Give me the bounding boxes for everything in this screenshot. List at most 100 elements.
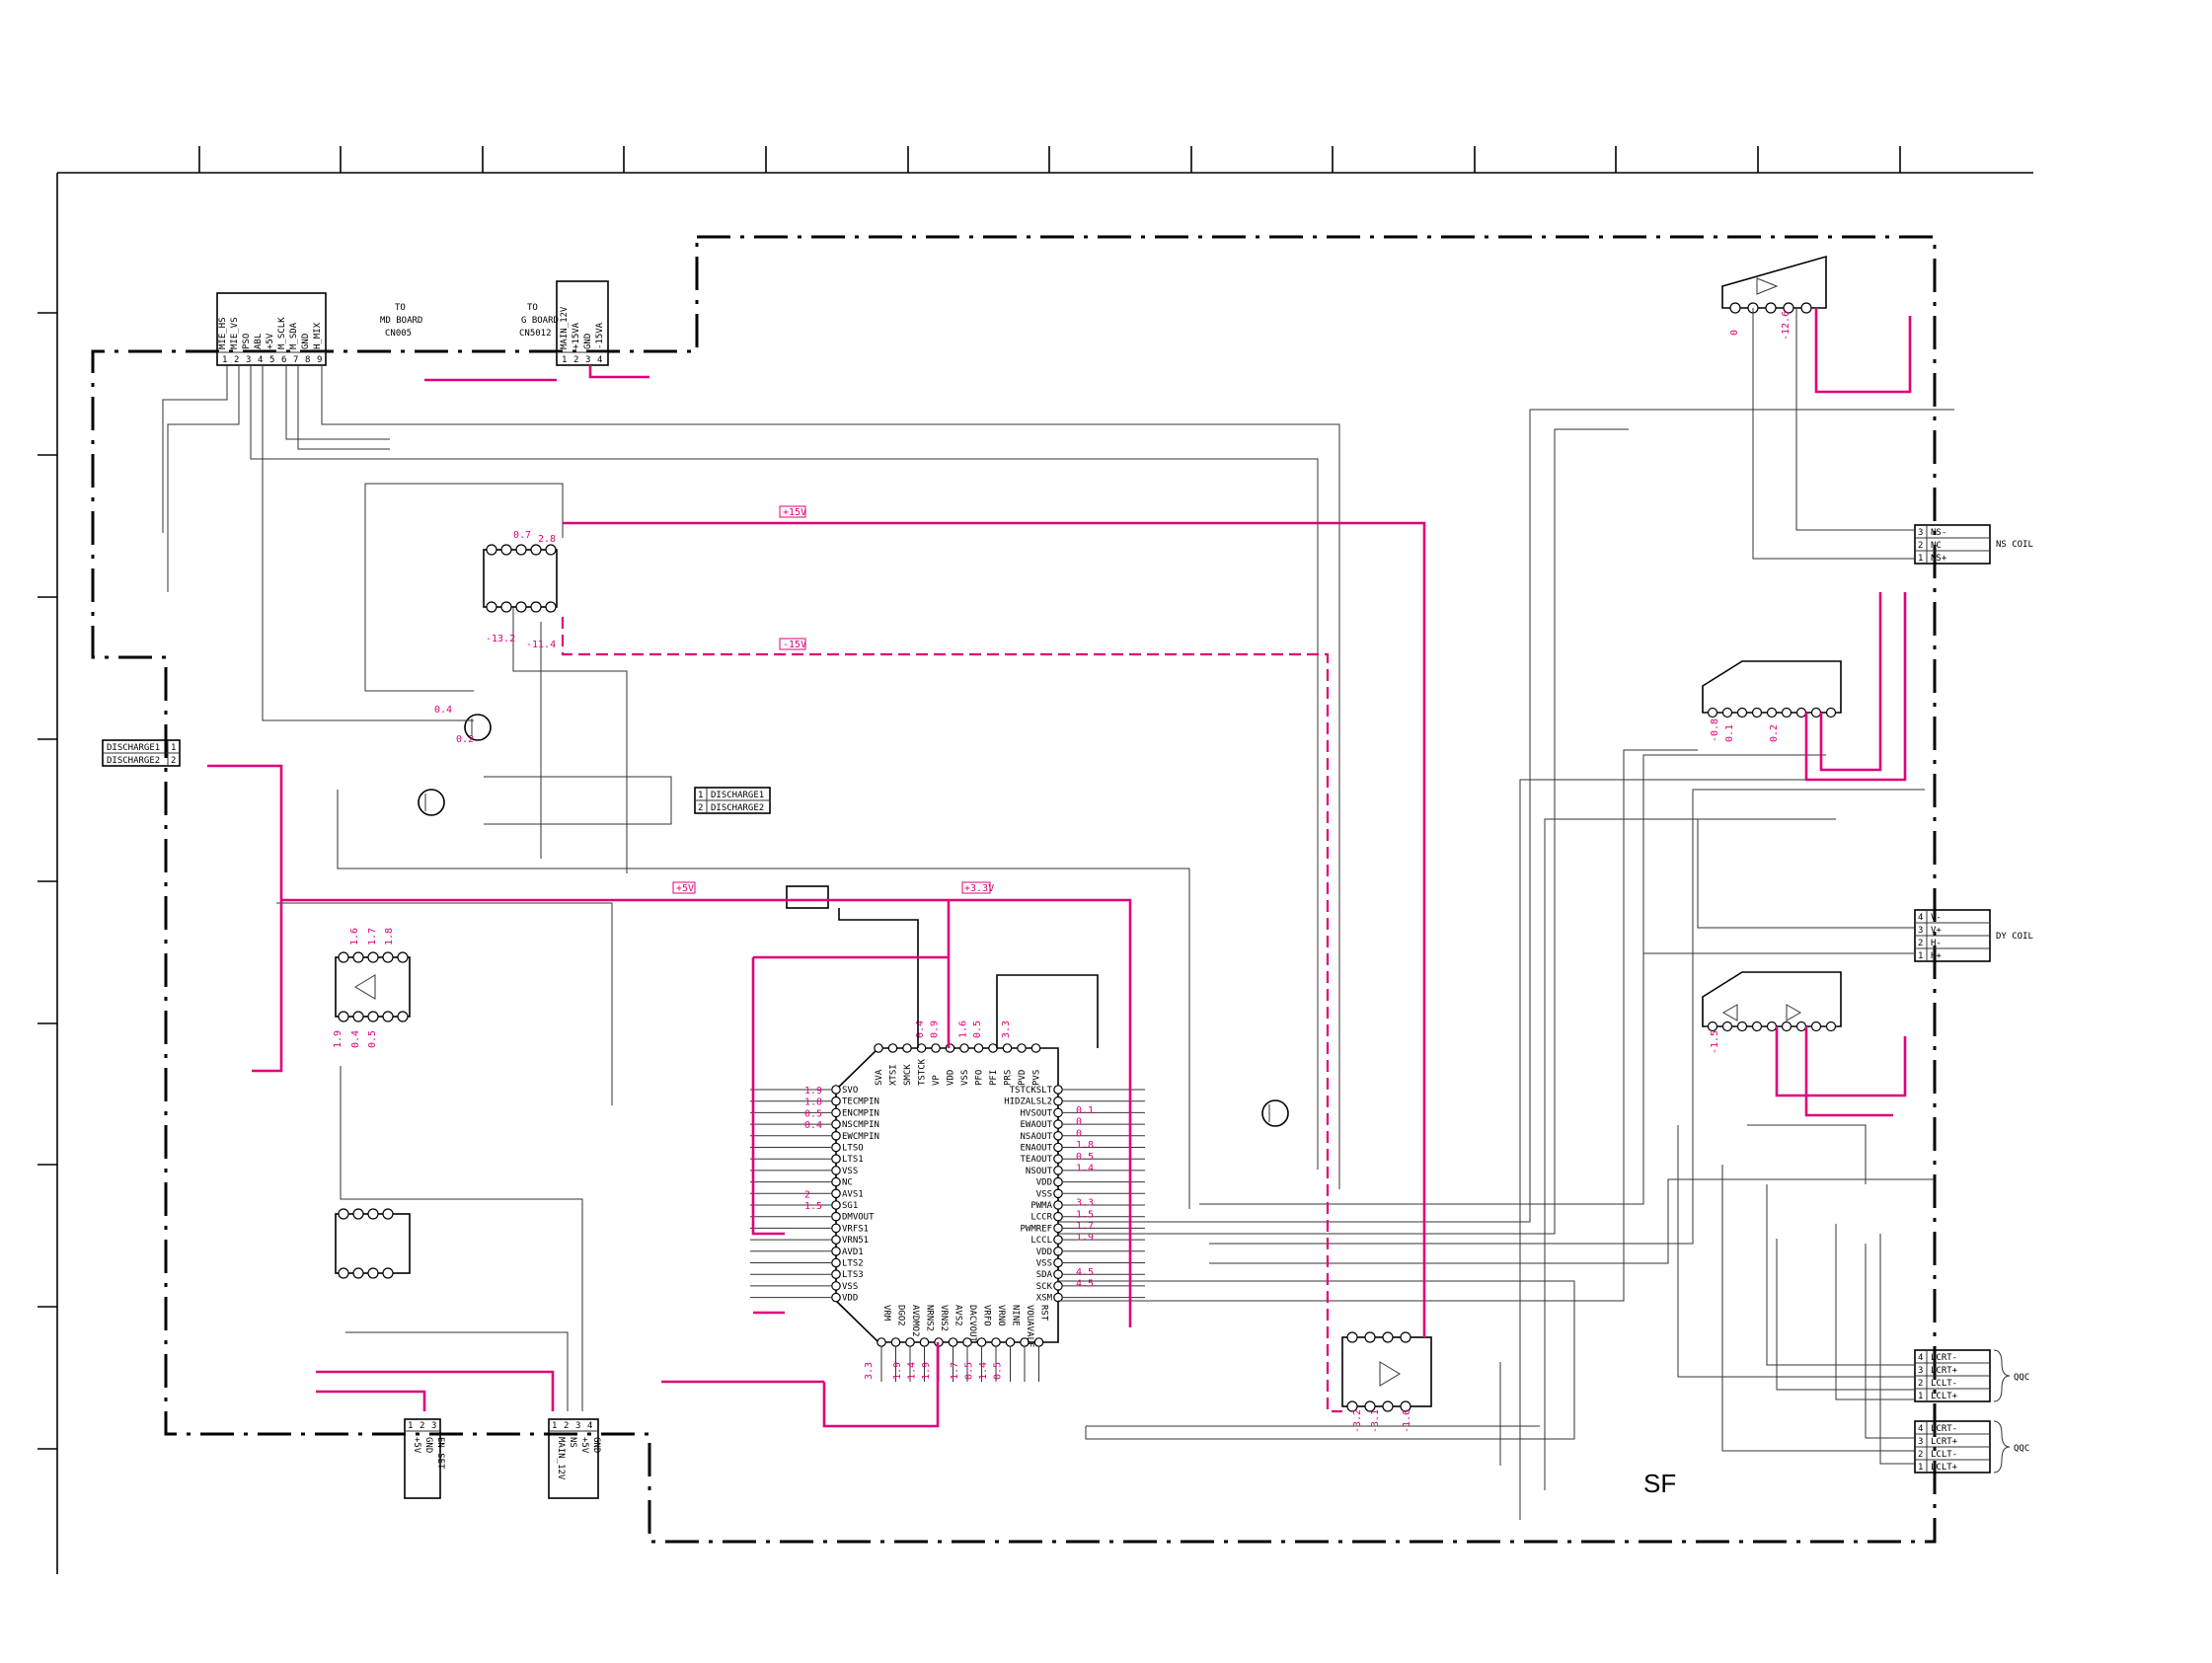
- main-ic-pin-label: NRNS2: [925, 1305, 935, 1331]
- main-ic-pin-label: PWMREF: [1020, 1224, 1052, 1234]
- connector-bottom-1: 1 2 3 +5V GND EN-SET: [404, 1418, 445, 1499]
- svg-text:1: 1: [1918, 554, 1923, 564]
- main-ic-pin: [831, 1223, 841, 1234]
- main-ic-voltage: 0.5: [964, 1362, 975, 1380]
- main-ic-pin: [831, 1176, 841, 1187]
- svg-text:-15VA: -15VA: [595, 322, 605, 349]
- main-ic-pin: [931, 1043, 941, 1053]
- svg-text:+3.3V: +3.3V: [964, 883, 994, 894]
- main-ic-pin-label: TEAOUT: [1020, 1155, 1052, 1165]
- main-ic-pin: [988, 1043, 998, 1053]
- svg-text:2: 2: [698, 803, 703, 813]
- main-ic-pin-label: VRM: [881, 1305, 891, 1322]
- svg-text:2: 2: [171, 756, 176, 766]
- svg-text:-12.6: -12.6: [1781, 311, 1792, 340]
- main-ic-pin-label: VDD: [842, 1294, 858, 1304]
- main-ic-pin-label: VSS: [842, 1167, 858, 1176]
- main-ic-pin: [874, 1043, 883, 1053]
- main-ic-pin: [976, 1337, 987, 1347]
- main-ic-pin-label: SVA: [875, 1069, 884, 1086]
- main-ic-voltage: 1.4: [978, 1362, 989, 1380]
- main-ic-pin: [890, 1337, 901, 1347]
- main-ic-voltage: 0.5: [993, 1362, 1004, 1380]
- svg-text:NS: NS: [568, 1437, 577, 1448]
- main-ic-voltage: 0.5: [804, 1108, 822, 1119]
- connector-qqc-1: 4 3 2 1 LCRT- LCRT+ LCLT- LCLT+ QQC: [1914, 1349, 2029, 1402]
- to-md-board-label: TO MD BOARD CN005: [380, 303, 422, 339]
- ic-right-low: [1702, 971, 1842, 1032]
- svg-text:1.6: 1.6: [349, 928, 360, 945]
- svg-text:2: 2: [1918, 1379, 1923, 1389]
- svg-text:H+: H+: [1931, 951, 1942, 961]
- svg-text:MIE_HS: MIE_HS: [218, 317, 228, 349]
- svg-text:CN5012: CN5012: [519, 329, 552, 339]
- main-ic-pin: [1053, 1200, 1063, 1210]
- main-ic-pin: [1053, 1247, 1063, 1256]
- main-ic-pin-label: VDD: [1036, 1178, 1052, 1188]
- transistor-q3: [1261, 1099, 1289, 1127]
- svg-text:1: 1: [552, 1421, 557, 1431]
- black-wiring: [162, 308, 1954, 1520]
- main-ic-voltage: 1.9: [1076, 1233, 1094, 1244]
- main-ic-pin-label: VOUAVALF: [1025, 1305, 1034, 1347]
- main-ic-voltage: 0: [1076, 1117, 1082, 1128]
- main-ic-pin: [945, 1043, 955, 1053]
- main-ic-pin-label: AVS2: [953, 1305, 963, 1326]
- ic-left-low: [335, 1208, 411, 1279]
- svg-text:TO: TO: [395, 303, 406, 313]
- svg-text:-3.1: -3.1: [1370, 1409, 1381, 1433]
- main-ic-pin-label: HIDZALSL2: [1004, 1097, 1052, 1107]
- main-ic-pin-label: SG1: [842, 1201, 858, 1211]
- main-ic-pin-label: LTS1: [842, 1155, 864, 1165]
- ic-top-left: [483, 544, 558, 613]
- main-ic-pin-label: PRS: [1004, 1070, 1014, 1086]
- main-ic-pin-label: SDA: [1036, 1270, 1053, 1280]
- svg-text:+5V: +5V: [579, 1437, 589, 1454]
- svg-text:3: 3: [1918, 528, 1923, 538]
- svg-text:0.4: 0.4: [434, 705, 452, 716]
- main-ic-pin: [1053, 1223, 1063, 1234]
- svg-text:8: 8: [305, 355, 310, 365]
- ic-right-mid: [1702, 660, 1842, 718]
- svg-text:NS+: NS+: [1931, 554, 1947, 564]
- svg-text:LCLT+: LCLT+: [1931, 1463, 1958, 1473]
- main-ic-pin-label: PFO: [975, 1070, 985, 1086]
- svg-text:-1.5: -1.5: [1710, 1030, 1720, 1054]
- main-ic-pin: [1053, 1188, 1063, 1199]
- main-ic-pin-label: NSOUT: [1026, 1167, 1053, 1176]
- connector-ns-coil: 3 2 1 NS- NC NS+ NS COIL: [1914, 524, 2033, 565]
- svg-text:4: 4: [258, 355, 263, 365]
- main-ic-pin: [831, 1107, 841, 1118]
- main-ic-pin: [1053, 1269, 1063, 1279]
- main-ic-pin-label: DACVOUT: [967, 1305, 977, 1343]
- connector-qqc-2: 4 3 2 1 LCRT- LCRT+ LCLT- LCLT+ QQC: [1914, 1420, 2029, 1474]
- main-ic-pin: [831, 1119, 841, 1129]
- board-name: SF: [1643, 1469, 1676, 1498]
- main-ic-pin: [1053, 1131, 1063, 1141]
- main-ic-pin: [1053, 1235, 1063, 1245]
- svg-text:-15V: -15V: [783, 640, 806, 650]
- svg-text:1: 1: [171, 743, 176, 753]
- svg-text:GND: GND: [423, 1437, 433, 1453]
- main-ic-pin: [1002, 1043, 1013, 1053]
- main-ic-pin-label: AVD1: [842, 1247, 864, 1257]
- main-ic-pin-label: PFI: [989, 1070, 999, 1086]
- main-ic-pin: [919, 1337, 930, 1347]
- main-ic-pin-label: VSS: [1036, 1189, 1052, 1199]
- svg-text:3: 3: [431, 1421, 436, 1431]
- connector-bottom-2: 1 2 3 4 MAIN_12V NS +5V GND: [548, 1418, 601, 1499]
- main-ic-pin-label: PVS: [1032, 1070, 1042, 1086]
- main-ic-pin-label: VRFO: [982, 1305, 992, 1326]
- svg-text:MAIN_12V: MAIN_12V: [560, 306, 570, 349]
- svg-text:5: 5: [269, 355, 274, 365]
- main-ic-pin: [831, 1292, 841, 1303]
- svg-text:4: 4: [1918, 1424, 1923, 1434]
- main-ic-voltage: 0: [1076, 1128, 1082, 1139]
- main-ic-voltage: 2: [804, 1189, 810, 1200]
- svg-text:DY COIL: DY COIL: [1996, 932, 2033, 942]
- svg-text:4: 4: [1918, 1353, 1923, 1363]
- svg-text:-3.2: -3.2: [1352, 1409, 1363, 1433]
- main-ic-voltage: 1.9: [921, 1362, 932, 1380]
- main-ic-pin-label: HVSOUT: [1020, 1108, 1052, 1118]
- main-ic-pin-label: PVD: [1018, 1070, 1028, 1086]
